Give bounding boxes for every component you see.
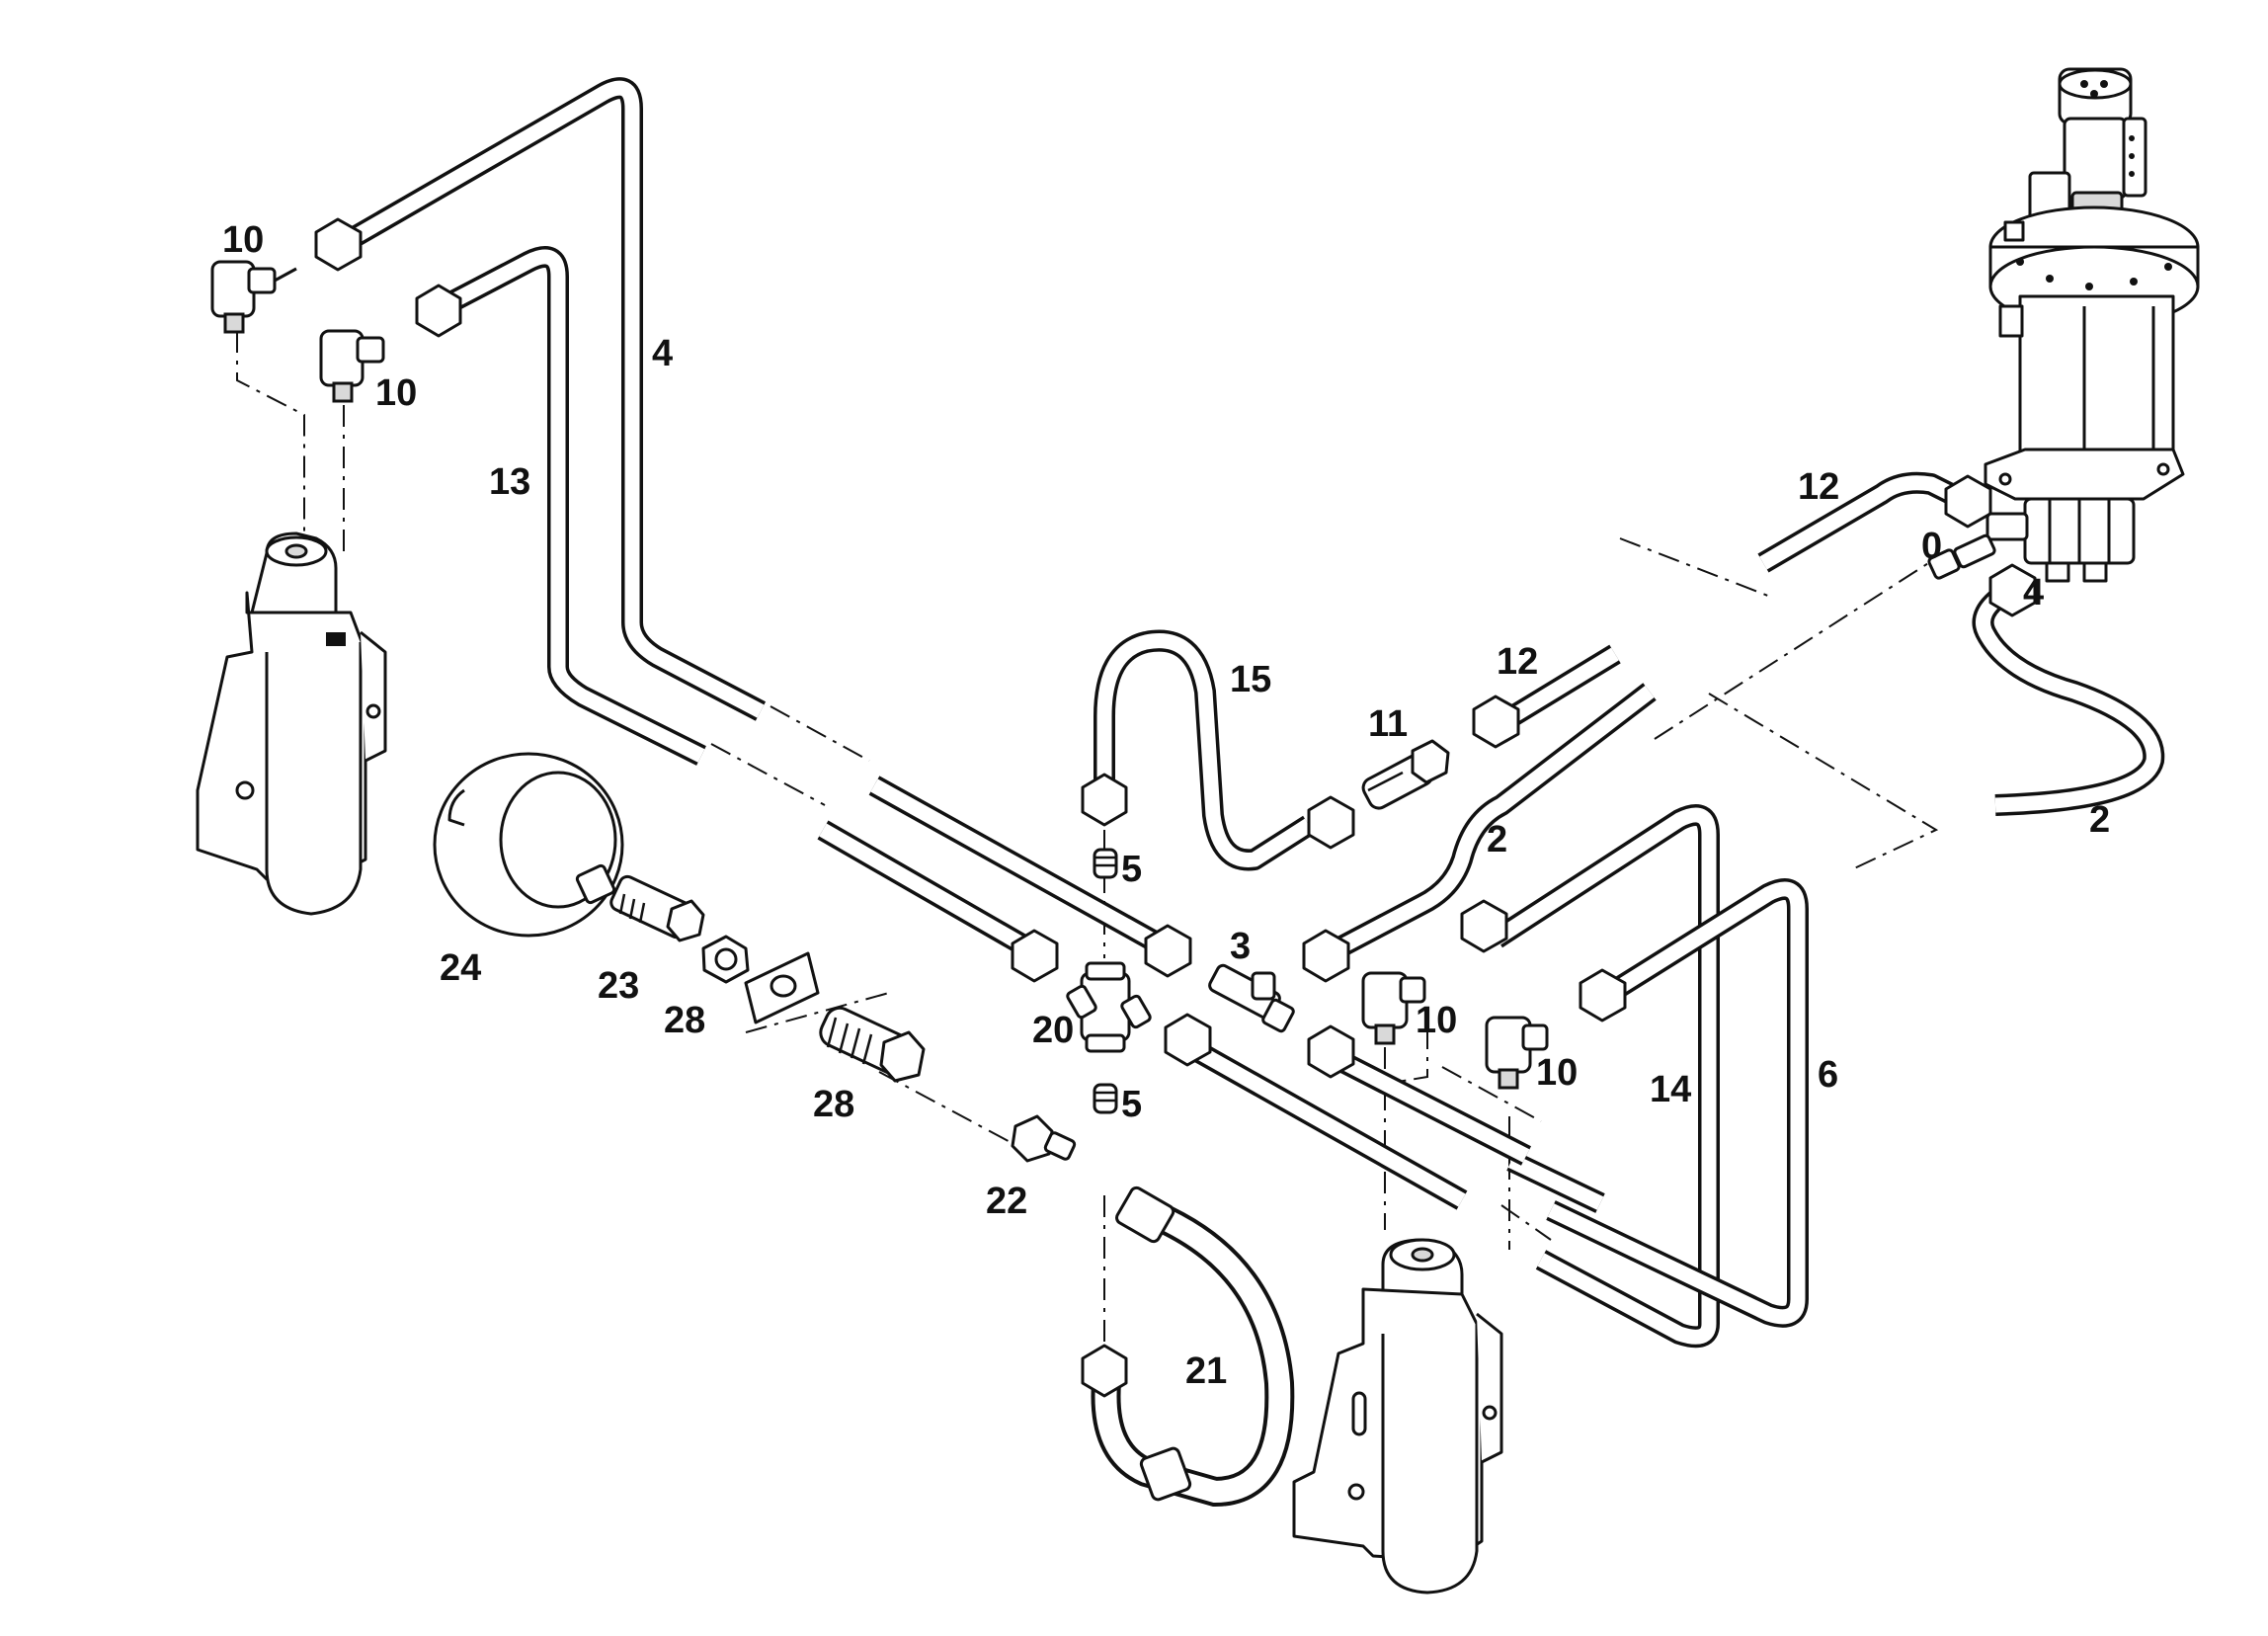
- callout-3-tee: 3: [1230, 926, 1251, 967]
- callout-12-lower: 12: [1497, 641, 1538, 683]
- pipe-6: [1546, 878, 1809, 1328]
- callout-24-reservoir: 24: [440, 947, 481, 989]
- callout-22-plug: 22: [986, 1181, 1027, 1222]
- callout-5-upper: 5: [1121, 849, 1142, 890]
- pipe-15: [1094, 629, 1315, 871]
- callout-2-right: 2: [2089, 799, 2110, 841]
- cylinder-left: [196, 532, 387, 916]
- pipe-lower-left: [1184, 1037, 1532, 1210]
- callout-10-right-2: 10: [1536, 1052, 1578, 1094]
- callout-6-pipe: 6: [1818, 1054, 1838, 1096]
- callout-23-adapter: 23: [598, 965, 639, 1007]
- nut-28-upper: [701, 935, 750, 984]
- callout-28-union: 28: [813, 1084, 854, 1125]
- callout-10-top-left: 10: [222, 219, 264, 261]
- elbow-fitting-10-a: [210, 260, 297, 334]
- callout-2-mid: 2: [1487, 819, 1507, 860]
- pipe-nuts: [314, 217, 2037, 1079]
- pipe-14: [1491, 804, 1720, 1349]
- nut-g: [1472, 695, 1520, 749]
- bulkhead-union-28: [819, 1006, 926, 1083]
- nut-h: [1302, 929, 1350, 983]
- nut-n: [1988, 563, 2037, 617]
- control-valve-assembly: [1927, 67, 2200, 583]
- nut-j: [1579, 968, 1627, 1022]
- nut-i: [1460, 899, 1508, 953]
- pipe-4: [340, 77, 1176, 960]
- callout-20-cross: 20: [1032, 1010, 1074, 1051]
- nut-a: [314, 217, 363, 272]
- hose-21: [1081, 1186, 1295, 1508]
- callout-10-right: 10: [1416, 1000, 1457, 1041]
- adapter-23: [609, 874, 705, 942]
- nut-m: [1944, 474, 1992, 529]
- reservoir-24: [433, 752, 624, 938]
- nut-l: [1307, 1024, 1355, 1079]
- callout-21-hose: 21: [1185, 1350, 1227, 1392]
- callout-12-upper: 12: [1798, 466, 1839, 508]
- cylinder-bottom: [1292, 1238, 1503, 1595]
- callout-13-pipe: 13: [489, 461, 530, 503]
- nut-d: [1144, 924, 1192, 978]
- union-11: [1361, 739, 1450, 810]
- nut-e: [1081, 773, 1128, 827]
- callout-28-nut: 28: [664, 1000, 705, 1041]
- callout-0-port: 0: [1921, 526, 1942, 567]
- callout-labels: 10 10 4 13 15 11 12 12 0 4 2 2 24 23 28 …: [222, 219, 2110, 1392]
- olive-5-lower: [1093, 1083, 1118, 1114]
- nut-c: [1011, 929, 1059, 983]
- callout-15-pipe: 15: [1230, 659, 1271, 700]
- nut-k: [1164, 1013, 1212, 1067]
- callout-5-lower: 5: [1121, 1084, 1142, 1125]
- callout-11-union: 11: [1368, 703, 1408, 745]
- elbow-fitting-10-d: [1485, 1016, 1549, 1090]
- callout-4-port: 4: [2023, 572, 2044, 614]
- elbow-fitting-10-c: [1361, 971, 1426, 1045]
- callout-14-pipe: 14: [1650, 1069, 1691, 1110]
- pipe-13: [434, 246, 1038, 960]
- callout-4-pipe: 4: [652, 333, 673, 374]
- plug-22: [1011, 1114, 1077, 1163]
- tee-fitting-3: [1208, 963, 1295, 1033]
- olive-5-upper: [1093, 848, 1118, 879]
- nut-b: [415, 284, 462, 338]
- nut-f: [1307, 795, 1355, 850]
- callout-10-top-left-2: 10: [375, 372, 417, 414]
- bulkhead-plate: [744, 951, 820, 1024]
- elbow-fitting-10-b: [319, 329, 385, 403]
- cross-fitting-20: [1066, 961, 1152, 1053]
- pipe-2: [1323, 583, 2165, 963]
